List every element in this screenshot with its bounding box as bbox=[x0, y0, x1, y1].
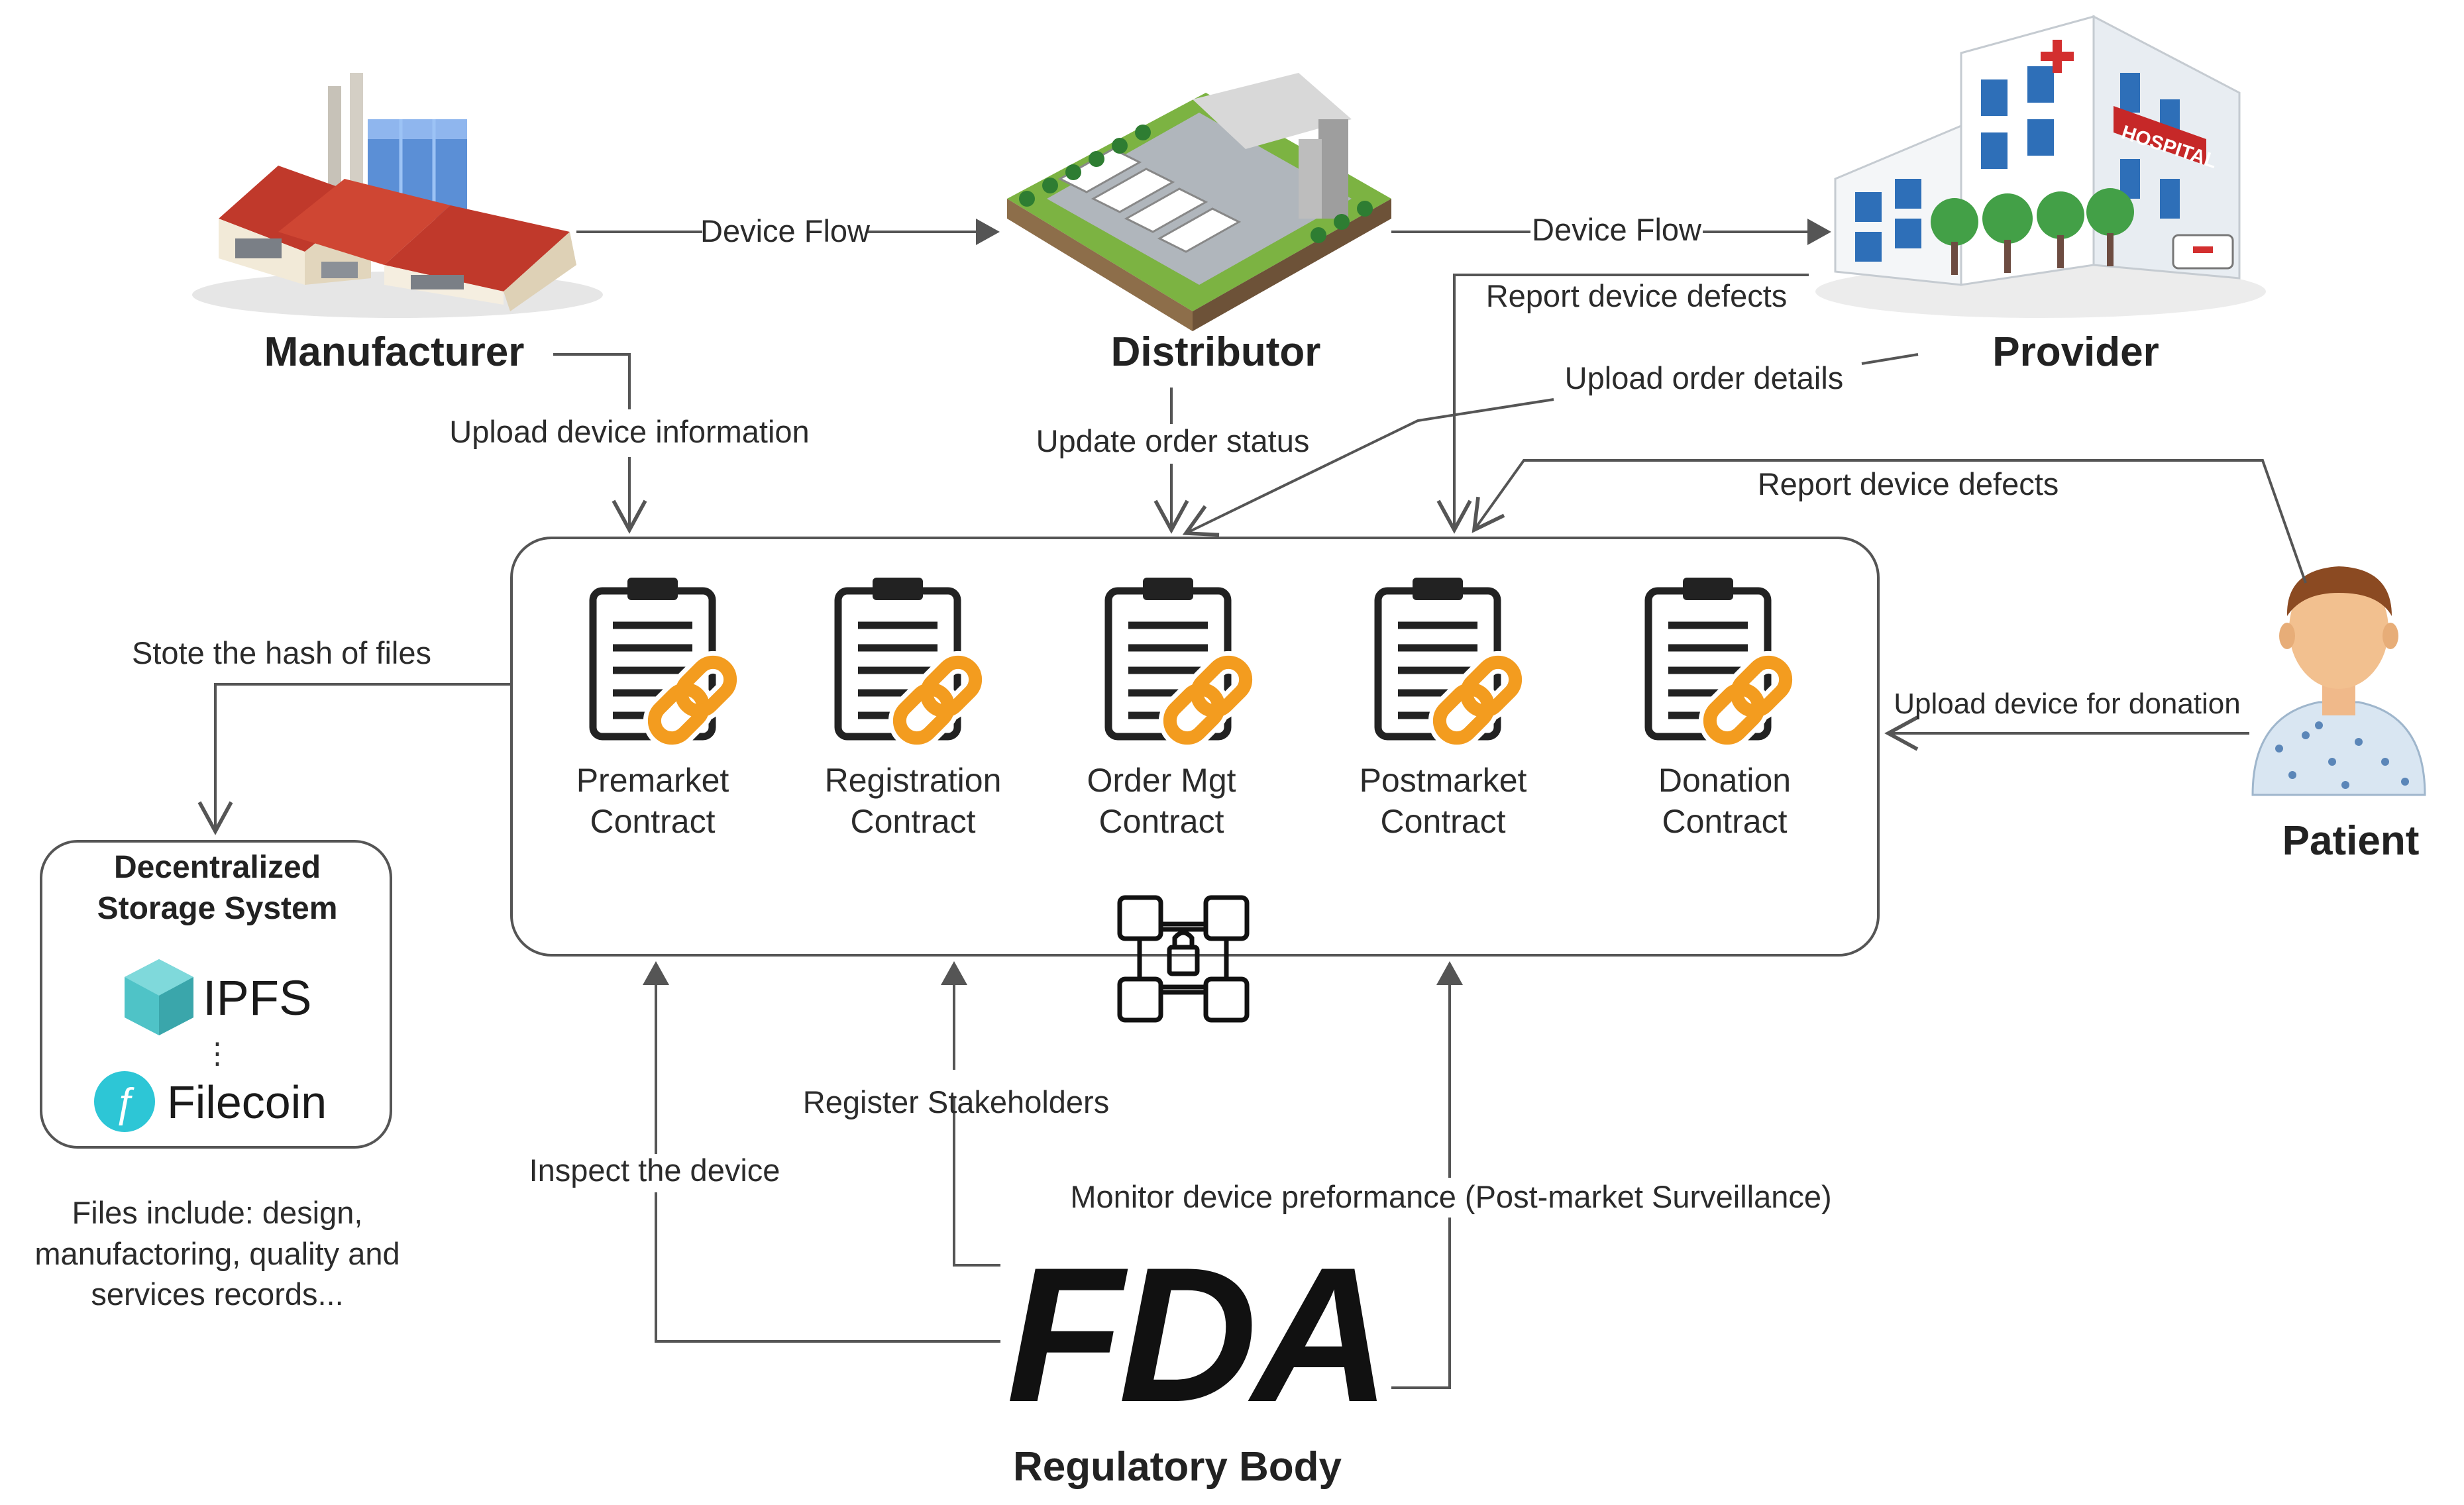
contract-label-line2: Contract bbox=[1099, 803, 1224, 840]
report-defects-provider-label: Report device defects bbox=[1486, 278, 1788, 313]
contract-icon bbox=[1108, 578, 1253, 745]
factory-icon bbox=[192, 73, 603, 318]
regulatory-body-label: Regulatory Body bbox=[1013, 1444, 1342, 1490]
ipfs-cube-icon bbox=[125, 959, 193, 1035]
blockchain-lock-icon bbox=[1117, 895, 1250, 1023]
fda-logo: FDA bbox=[1000, 1227, 1391, 1442]
contract-label-line1: Postmarket bbox=[1360, 762, 1527, 799]
contract-label-line2: Contract bbox=[851, 803, 976, 840]
storage-system-box bbox=[40, 840, 392, 1149]
contract-label-line1: Order Mgt bbox=[1087, 762, 1236, 799]
files-note-line2: manufactoring, quality and bbox=[34, 1236, 400, 1271]
storage-title-line1: Decentralized bbox=[114, 850, 321, 885]
upload-donation-label: Upload device for donation bbox=[1894, 688, 2240, 720]
register-stakeholders-label: Register Stakeholders bbox=[803, 1084, 1109, 1119]
contract-label-line1: Donation bbox=[1658, 762, 1791, 799]
filecoin-glyph: ƒ bbox=[113, 1080, 136, 1125]
contract-label-line1: Registration bbox=[825, 762, 1002, 799]
contract-icon bbox=[593, 578, 737, 745]
inspect-device-label: Inspect the device bbox=[529, 1153, 780, 1188]
files-note-line1: Files include: design, bbox=[72, 1195, 363, 1230]
report-defects-patient-label: Report device defects bbox=[1758, 466, 2059, 501]
filecoin-label: Filecoin bbox=[167, 1076, 327, 1128]
store-hash-label: Stote the hash of files bbox=[132, 635, 431, 670]
contract-label-line2: Contract bbox=[590, 803, 716, 840]
storage-ellipsis: ⋮ bbox=[203, 1037, 232, 1070]
monitor-performance-label: Monitor device preformance (Post-market … bbox=[1070, 1179, 1831, 1214]
distributor-label: Distributor bbox=[1111, 329, 1321, 375]
connectors bbox=[197, 219, 2307, 1389]
hospital-icon: HOSPITAL bbox=[1815, 15, 2266, 318]
device-flow-label-1: Device Flow bbox=[700, 213, 871, 248]
contract-label-line1: Premarket bbox=[576, 762, 729, 799]
patient-label: Patient bbox=[2282, 818, 2420, 864]
storage-title-line2: Storage System bbox=[97, 891, 338, 926]
provider-label: Provider bbox=[1992, 329, 2159, 375]
upload-device-info-label: Upload device information bbox=[449, 414, 809, 449]
patient-icon bbox=[2251, 566, 2426, 796]
contract-label-line2: Contract bbox=[1662, 803, 1788, 840]
contract-icon bbox=[1378, 578, 1523, 745]
warehouse-icon bbox=[1007, 73, 1391, 331]
contract-icon bbox=[838, 578, 983, 745]
device-flow-label-2: Device Flow bbox=[1532, 212, 1702, 247]
contract-icon bbox=[1648, 578, 1793, 745]
contract-label-line2: Contract bbox=[1381, 803, 1506, 840]
upload-order-details-label: Upload order details bbox=[1565, 360, 1844, 395]
files-note-line3: services records... bbox=[91, 1276, 343, 1312]
ipfs-label: IPFS bbox=[203, 970, 311, 1025]
fda-logo-text: FDA bbox=[1006, 1227, 1385, 1442]
manufacturer-label: Manufacturer bbox=[264, 329, 525, 375]
filecoin-icon: ƒ bbox=[94, 1071, 155, 1132]
update-order-status-label: Update order status bbox=[1036, 423, 1310, 458]
